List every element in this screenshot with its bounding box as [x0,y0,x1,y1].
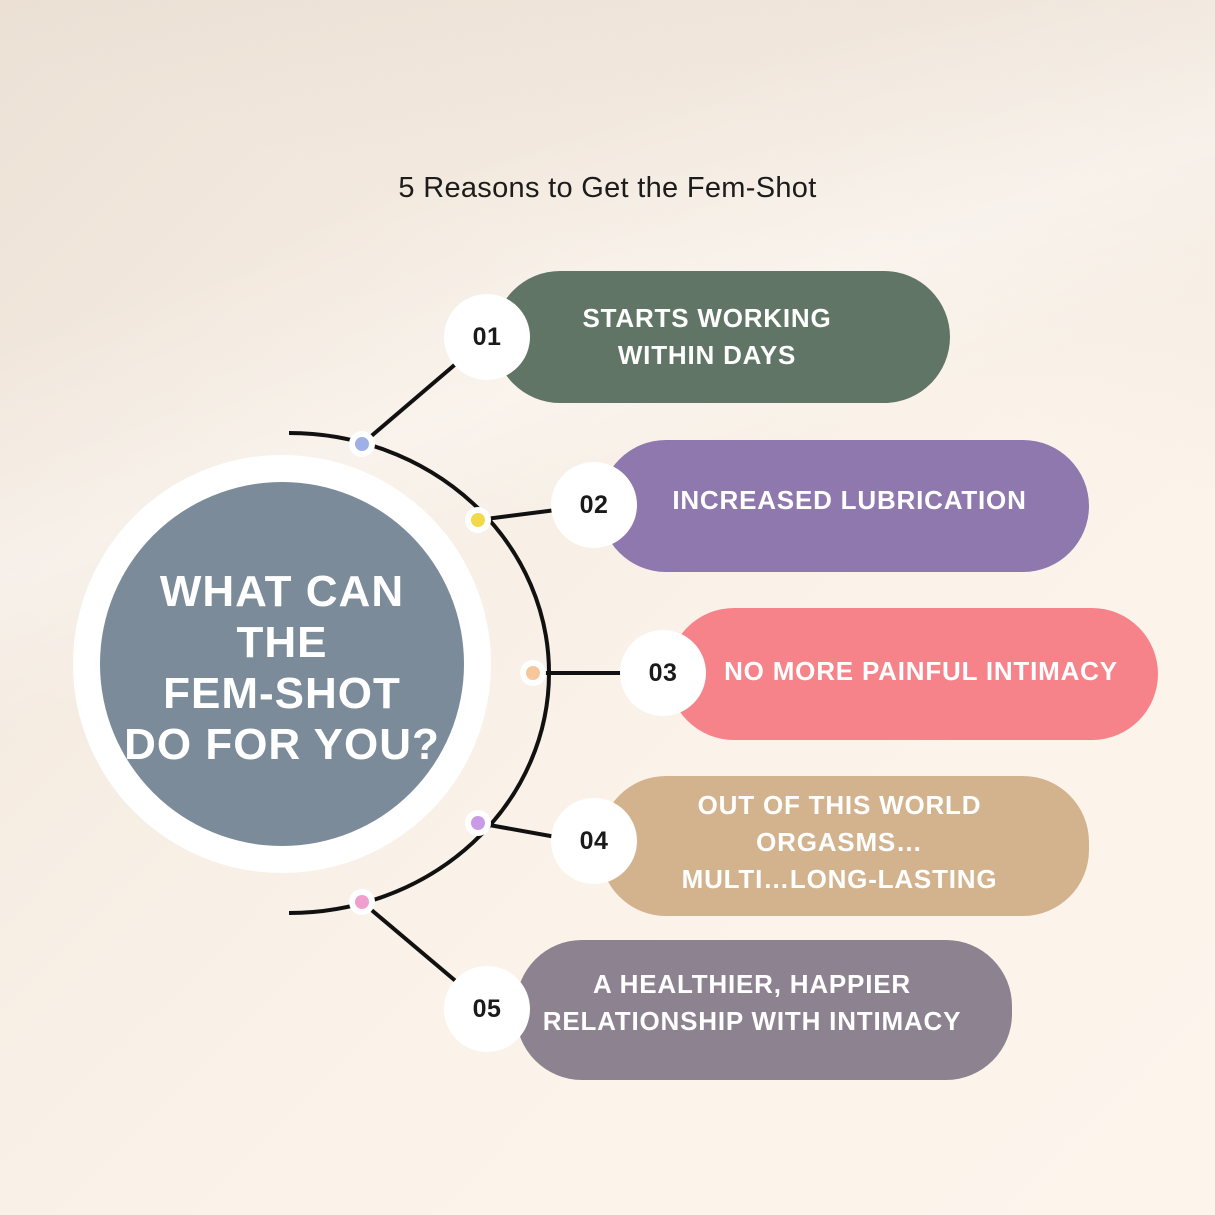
connector-dot-3-fill [526,666,540,680]
connector-dot-2-fill [471,513,485,527]
reason-number-1: 01 [472,322,502,351]
reason-text-4: OUT OF THIS WORLD ORGASMS… MULTI…LONG-LA… [681,789,998,894]
reason-number-2: 02 [579,490,609,519]
connector-line-1 [360,360,460,446]
connector-dot-1-fill [355,437,369,451]
reason-number-badge-2: 02 [551,462,637,548]
reason-number-badge-3: 03 [620,630,706,716]
reason-number-badge-5: 05 [444,966,530,1052]
connector-dot-4-fill [471,816,485,830]
reason-text-3: NO MORE PAINFUL INTIMACY [724,655,1118,686]
subtitle: 5 Reasons to Get the Fem-Shot [398,172,817,204]
reason-number-3: 03 [648,658,678,687]
reason-pill-3: NO MORE PAINFUL INTIMACY [668,608,1158,740]
connector-dots [349,431,546,915]
connector-line-4 [477,821,557,839]
hub-title: WHAT CAN THE FEM-SHOT DO FOR YOU? [124,567,440,769]
reason-number-4: 04 [579,826,609,855]
connector-line-5 [360,900,460,985]
reason-pill-4: OUT OF THIS WORLD ORGASMS… MULTI…LONG-LA… [600,776,1089,916]
reason-pill-5: A HEALTHIER, HAPPIER RELATIONSHIP WITH I… [516,940,1012,1080]
reason-text-1: STARTS WORKING WITHIN DAYS [582,303,832,370]
reason-pill-2: INCREASED LUBRICATION [600,440,1089,572]
connector-dot-5-fill [355,895,369,909]
reason-text-2: INCREASED LUBRICATION [672,484,1027,515]
reason-pill-1: STARTS WORKING WITHIN DAYS [494,271,950,403]
reason-number-5: 05 [472,994,502,1023]
hub-circle: WHAT CAN THE FEM-SHOT DO FOR YOU? [100,482,464,846]
reason-text-5: A HEALTHIER, HAPPIER RELATIONSHIP WITH I… [542,969,962,1036]
connector-line-2 [477,508,557,522]
reason-number-badge-1: 01 [444,294,530,380]
reason-number-badge-4: 04 [551,798,637,884]
